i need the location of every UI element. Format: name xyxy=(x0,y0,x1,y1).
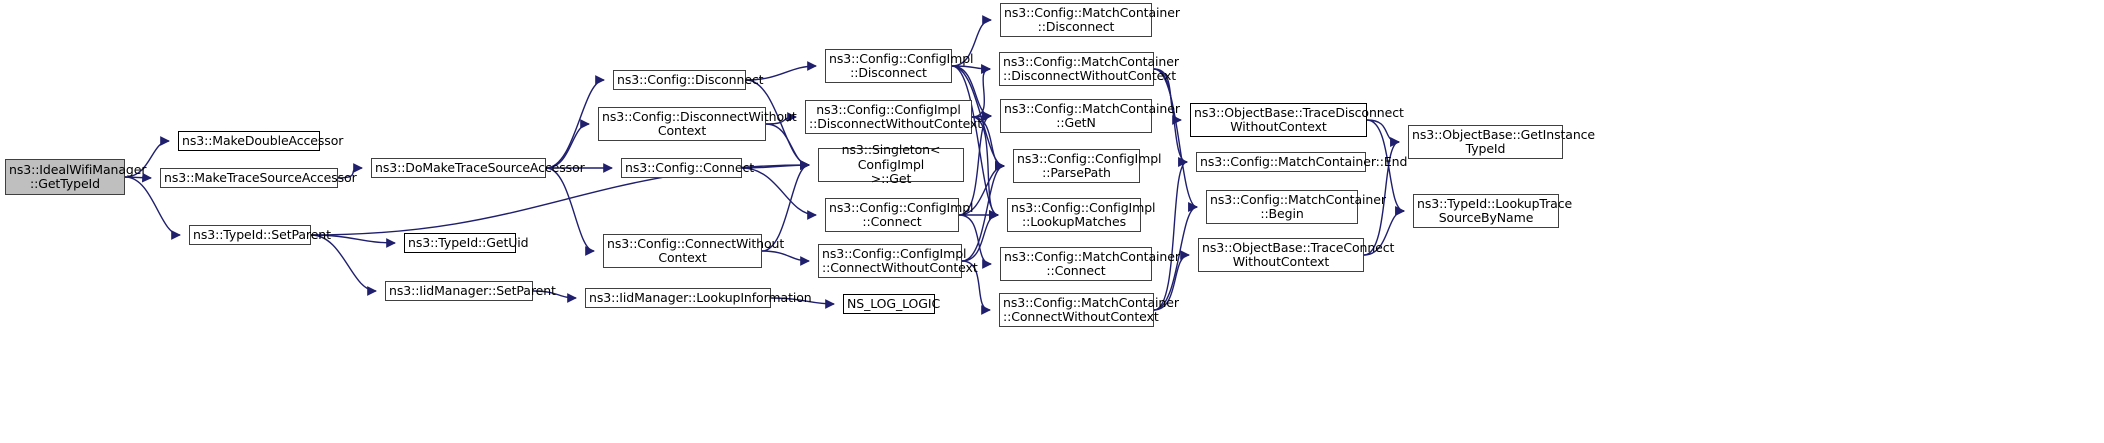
graph-node[interactable]: ns3::MakeTraceSourceAccessor xyxy=(160,168,357,188)
graph-node[interactable]: ns3::Config::ConnectWithout Context xyxy=(603,234,785,268)
graph-node[interactable]: ns3::Config::MatchContainer ::GetN xyxy=(1000,99,1180,133)
graph-node-label: ns3::Config::ConfigImpl ::LookupMatches xyxy=(1011,199,1156,229)
graph-node[interactable]: ns3::IidManager::SetParent xyxy=(385,281,556,301)
graph-node-label: ns3::Config::ConfigImpl ::Disconnect xyxy=(829,50,974,80)
graph-node[interactable]: ns3::Config::ConfigImpl ::Connect xyxy=(825,198,974,232)
graph-edge xyxy=(961,210,999,262)
graph-edge xyxy=(761,250,810,266)
graph-node[interactable]: ns3::ObjectBase::TraceDisconnect Without… xyxy=(1190,103,1404,137)
graph-edge xyxy=(765,123,810,170)
graph-node[interactable]: ns3::Config::DisconnectWithout Context xyxy=(598,107,797,141)
graph-node[interactable]: ns3::Config::ConfigImpl ::DisconnectWith… xyxy=(805,100,983,134)
graph-node-label: ns3::Config::ConfigImpl ::ConnectWithout… xyxy=(822,245,978,275)
graph-node[interactable]: ns3::Config::MatchContainer::End xyxy=(1196,152,1408,172)
graph-node-label: ns3::DoMakeTraceSourceAccessor xyxy=(375,159,585,175)
graph-edge xyxy=(951,65,999,220)
graph-edge xyxy=(951,64,991,74)
graph-node-label: ns3::Config::Connect xyxy=(625,159,755,175)
graph-node[interactable]: ns3::IidManager::LookupInformation xyxy=(585,288,812,308)
graph-node-label: ns3::IidManager::LookupInformation xyxy=(589,289,812,305)
graph-edge xyxy=(741,167,817,220)
graph-node[interactable]: ns3::Config::MatchContainer ::Connect xyxy=(1000,247,1180,281)
graph-node[interactable]: ns3::ObjectBase::GetInstance TypeId xyxy=(1408,125,1596,159)
graph-node-label: ns3::Config::MatchContainer ::Disconnect xyxy=(1004,4,1180,34)
graph-node-label: NS_LOG_LOGIC xyxy=(847,295,941,311)
graph-node-label: ns3::MakeDoubleAccessor xyxy=(182,132,344,148)
graph-node-label: ns3::Config::MatchContainer ::ConnectWit… xyxy=(1003,294,1179,324)
graph-edge xyxy=(545,75,605,169)
graph-node[interactable]: ns3::Config::ConfigImpl ::LookupMatches xyxy=(1007,198,1156,232)
graph-node-label: ns3::Config::MatchContainer ::Begin xyxy=(1210,191,1386,221)
graph-node[interactable]: ns3::TypeId::LookupTrace SourceByName xyxy=(1413,194,1573,228)
graph-node[interactable]: ns3::MakeDoubleAccessor xyxy=(178,131,344,151)
graph-edge xyxy=(1366,119,1400,147)
graph-node-label: ns3::TypeId::GetUid xyxy=(408,234,529,250)
graph-node-label: ns3::Config::ConfigImpl ::ParsePath xyxy=(1017,150,1162,180)
graph-node-label: ns3::Config::DisconnectWithout Context xyxy=(602,108,797,138)
graph-node-label: ns3::ObjectBase::TraceConnect WithoutCon… xyxy=(1202,239,1395,269)
graph-node-label: ns3::Config::MatchContainer::End xyxy=(1200,153,1408,169)
graph-node[interactable]: ns3::Config::MatchContainer ::ConnectWit… xyxy=(999,293,1179,327)
graph-edge xyxy=(971,64,991,118)
graph-node[interactable]: ns3::Config::Connect xyxy=(621,158,755,178)
graph-node[interactable]: ns3::Config::ConfigImpl ::Disconnect xyxy=(825,49,974,83)
graph-node-label: ns3::Config::ConfigImpl ::DisconnectWith… xyxy=(809,101,983,131)
graph-node[interactable]: ns3::Config::Disconnect xyxy=(613,70,764,90)
graph-node-label: ns3::ObjectBase::GetInstance TypeId xyxy=(1412,126,1596,156)
graph-node[interactable]: ns3::Config::ConfigImpl ::ParsePath xyxy=(1013,149,1162,183)
graph-node[interactable]: ns3::TypeId::GetUid xyxy=(404,233,529,253)
graph-node[interactable]: ns3::Config::MatchContainer ::Disconnect xyxy=(1000,3,1180,37)
graph-edge xyxy=(1153,157,1188,311)
graph-node-label: ns3::Config::MatchContainer ::Connect xyxy=(1004,248,1180,278)
graph-node-label: ns3::IidManager::SetParent xyxy=(389,282,556,298)
graph-node-label: ns3::MakeTraceSourceAccessor xyxy=(164,169,357,185)
graph-node-label: ns3::IdealWifiManager ::GetTypeId xyxy=(9,161,147,191)
graph-node[interactable]: ns3::Config::MatchContainer ::Disconnect… xyxy=(999,52,1179,86)
graph-node[interactable]: ns3::DoMakeTraceSourceAccessor xyxy=(371,158,585,178)
graph-node[interactable]: ns3::IdealWifiManager ::GetTypeId xyxy=(5,159,147,195)
graph-node[interactable]: ns3::Singleton< ConfigImpl >::Get xyxy=(818,143,964,186)
graph-node-label: ns3::Config::ConfigImpl ::Connect xyxy=(829,199,974,229)
graph-edge xyxy=(310,234,377,296)
graph-node-label: ns3::TypeId::LookupTrace SourceByName xyxy=(1417,195,1573,225)
graph-node-label: ns3::Config::MatchContainer ::GetN xyxy=(1004,100,1180,130)
graph-node[interactable]: ns3::ObjectBase::TraceConnect WithoutCon… xyxy=(1198,238,1395,272)
graph-node-label: ns3::Singleton< ConfigImpl >::Get xyxy=(841,142,941,187)
graph-edge xyxy=(124,172,152,183)
graph-node-label: ns3::Config::ConnectWithout Context xyxy=(607,235,785,265)
graph-edge xyxy=(545,167,595,256)
graph-node[interactable]: NS_LOG_LOGIC xyxy=(843,294,941,314)
graph-node[interactable]: ns3::Config::ConfigImpl ::ConnectWithout… xyxy=(818,244,978,278)
graph-edge xyxy=(1153,68,1198,212)
graph-node-label: ns3::ObjectBase::TraceDisconnect Without… xyxy=(1194,104,1404,134)
graph-node-label: ns3::TypeId::SetParent xyxy=(193,226,331,242)
graph-node[interactable]: ns3::Config::MatchContainer ::Begin xyxy=(1206,190,1386,224)
graph-node[interactable]: ns3::TypeId::SetParent xyxy=(189,225,331,245)
graph-node-label: ns3::Config::Disconnect xyxy=(617,71,764,87)
graph-edge xyxy=(971,116,999,220)
graph-node-label: ns3::Config::MatchContainer ::Disconnect… xyxy=(1003,53,1179,83)
